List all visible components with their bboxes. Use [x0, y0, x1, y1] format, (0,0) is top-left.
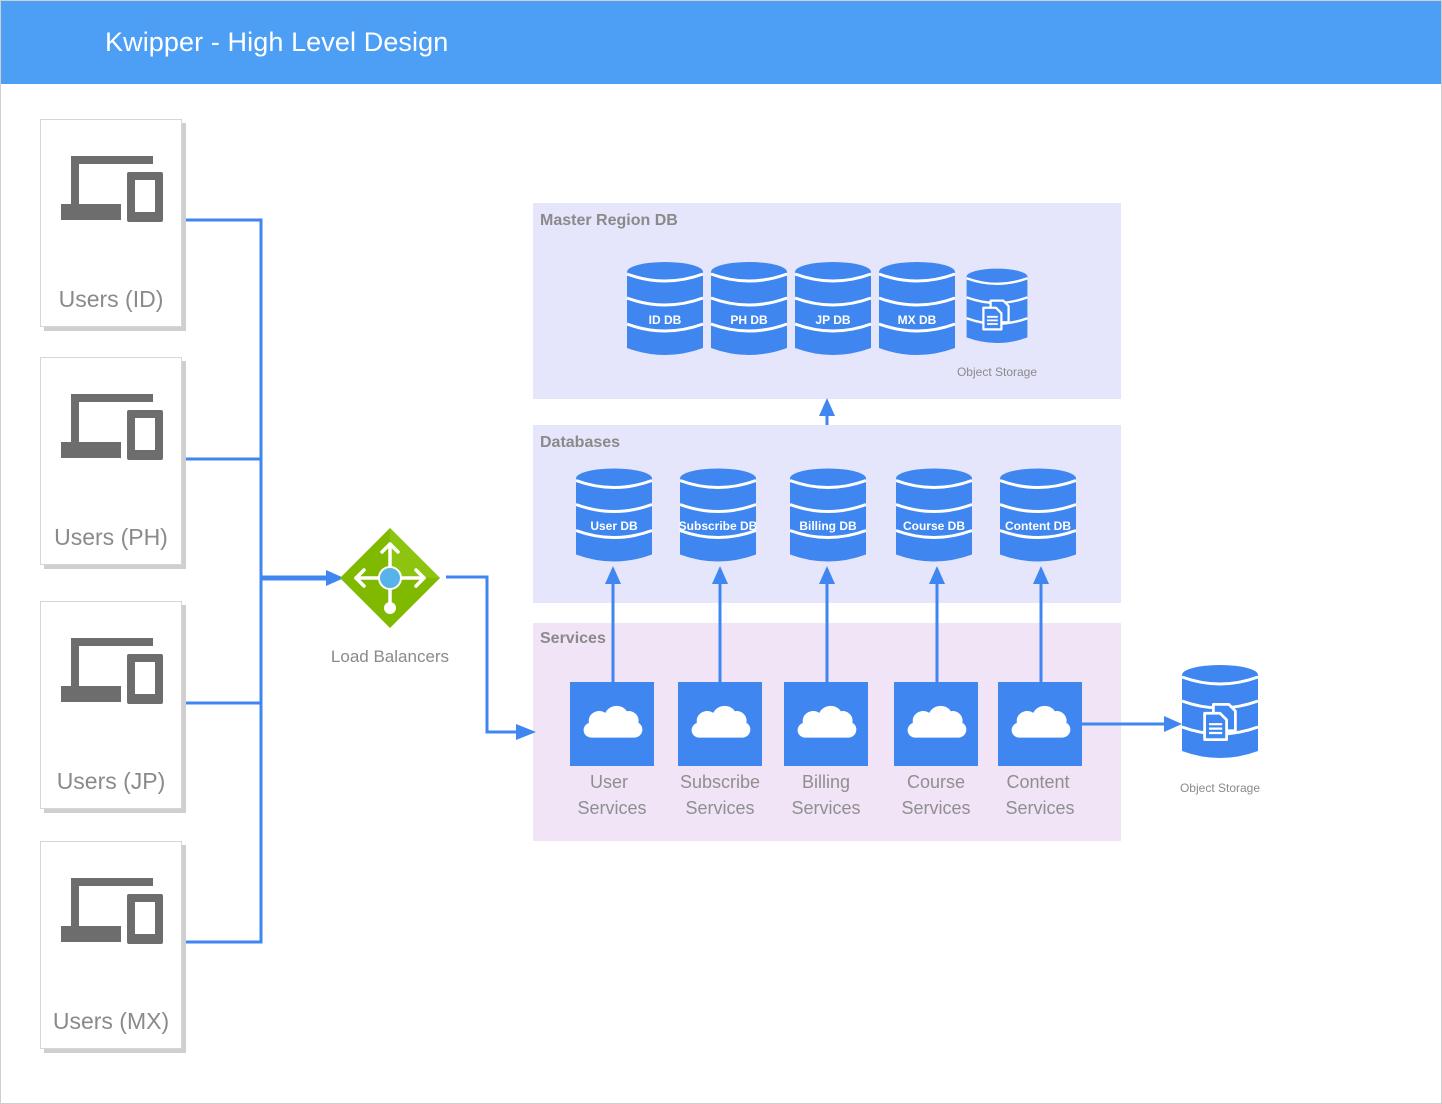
billing-services-node — [784, 682, 868, 766]
users-jp-node: Users (JP) — [40, 601, 182, 809]
group-title: Master Region DB — [540, 212, 678, 229]
users-mx-node: Users (MX) — [40, 841, 182, 1049]
object-storage-label: Object Storage — [1179, 781, 1261, 795]
object-storage-label: Object Storage — [956, 365, 1038, 379]
db-label: Subscribe DB — [678, 519, 758, 533]
users-ph-node: Users (PH) — [40, 357, 182, 565]
service-label-line1: Billing — [801, 772, 851, 792]
group-title: Services — [540, 630, 606, 647]
cloud-icon — [583, 705, 643, 738]
service-label-line1: Subscribe — [679, 772, 761, 792]
subscribe-services-node — [678, 682, 762, 766]
db-label: MX DB — [897, 313, 937, 327]
users-label: Users (ID) — [58, 286, 164, 312]
users-label: Users (PH) — [54, 524, 168, 550]
group-title: Databases — [540, 434, 621, 451]
service-label: User Services — [547, 769, 677, 821]
service-label-line1: Course — [906, 772, 966, 792]
cloud-icon — [1011, 705, 1071, 738]
db-label: Billing DB — [799, 519, 857, 533]
service-label-line2: Services — [791, 798, 861, 818]
service-label-line2: Services — [901, 798, 971, 818]
db-label: Content DB — [1005, 519, 1071, 533]
db-label: User DB — [590, 519, 638, 533]
service-label-line1: User — [589, 772, 628, 792]
page-title: Kwipper - High Level Design — [105, 27, 449, 57]
course-services-node — [894, 682, 978, 766]
db-label: PH DB — [730, 313, 768, 327]
laptop-phone-icon — [61, 154, 165, 224]
service-label-line2: Services — [685, 798, 755, 818]
users-label: Users (MX) — [52, 1008, 170, 1034]
db-label: Course DB — [902, 519, 965, 533]
service-label: Course Services — [871, 769, 1001, 821]
users-label: Users (JP) — [56, 768, 166, 794]
service-label: Subscribe Services — [655, 769, 785, 821]
laptop-phone-icon — [61, 636, 165, 706]
cloud-icon — [691, 705, 751, 738]
load-balancer-label: Load Balancers — [330, 647, 450, 666]
service-label-line2: Services — [577, 798, 647, 818]
service-label-line1: Content — [1006, 772, 1070, 792]
user-services-node — [570, 682, 654, 766]
users-id-node: Users (ID) — [40, 119, 182, 327]
content-services-node — [998, 682, 1082, 766]
laptop-phone-icon — [61, 876, 165, 946]
db-label: JP DB — [815, 313, 851, 327]
header-bar: Kwipper - High Level Design — [1, 1, 1441, 84]
db-label: ID DB — [648, 313, 682, 327]
service-label-line2: Services — [1005, 798, 1075, 818]
service-label: Content Services — [975, 769, 1105, 821]
laptop-phone-icon — [61, 392, 165, 462]
cloud-icon — [907, 705, 967, 738]
cloud-icon — [797, 705, 857, 738]
service-label: Billing Services — [761, 769, 891, 821]
